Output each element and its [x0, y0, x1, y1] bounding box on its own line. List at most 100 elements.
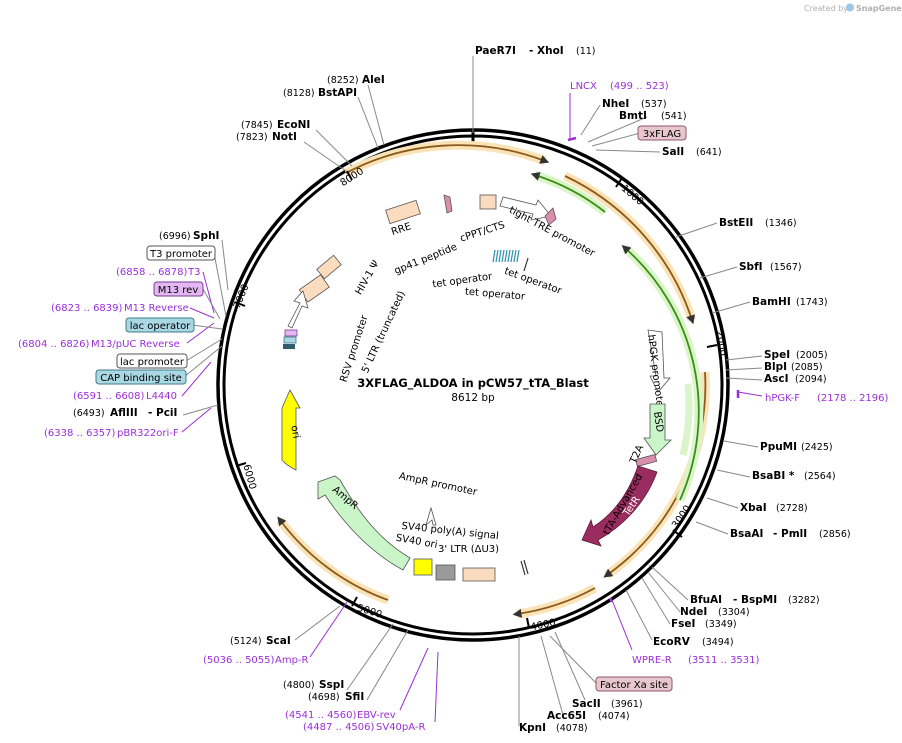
svg-text:(6804 .. 6826): (6804 .. 6826): [18, 339, 90, 350]
feature-ampr-promoter: AmpR promoter: [398, 471, 479, 498]
site-sacii: SacII: [572, 698, 601, 710]
site-bsabi: BsaBI *: [752, 470, 795, 482]
primer-pbr322ori-f: pBR322ori-F: [117, 428, 179, 439]
feature-gp41-shape: [443, 194, 453, 214]
primer-sv40pa-r: SV40pA-R: [376, 722, 425, 733]
svg-text:(1567): (1567): [770, 262, 802, 273]
site-alei: AleI: [362, 74, 385, 86]
svg-text:(4698): (4698): [308, 692, 340, 703]
sites-right: NheI (537) BmtI (541) SalI (641) BstEII …: [519, 98, 851, 734]
badge-factor-xa-box: [595, 676, 673, 692]
svg-text:(8128): (8128): [283, 88, 315, 99]
feature-bsd-arrow: [643, 403, 672, 456]
svg-text:(2728): (2728): [776, 503, 808, 514]
site-fsei: FseI: [671, 618, 695, 630]
feature-3ltr: 3' LTR (ΔU3): [438, 544, 499, 555]
feature-cppt-shape: [479, 194, 497, 210]
badge-3xflag: 3xFLAG: [643, 129, 681, 140]
feature-ori: ori: [288, 425, 301, 440]
feature-ampr-promoter-arrow: [425, 506, 437, 527]
badge-lac-promoter-box: [116, 353, 188, 369]
badge-lac-operator-box: [125, 317, 195, 333]
site-scai: ScaI: [266, 635, 291, 647]
svg-text:(7823): (7823): [236, 132, 268, 143]
svg-text:(2005): (2005): [796, 350, 828, 361]
site-sphi: SphI: [193, 230, 219, 242]
feature-tre-arrow: [499, 196, 552, 221]
site-bmti: BmtI: [619, 110, 647, 122]
svg-text:(3282): (3282): [788, 595, 820, 606]
site-sfii: SfiI: [345, 691, 364, 703]
feature-tet-operator-3: tet operator: [465, 286, 527, 302]
site-nhei: NheI: [602, 98, 629, 110]
site-spei: SpeI: [764, 349, 790, 361]
badge-lac-operator: lac operator: [130, 321, 191, 332]
orf-arc-bottom-right: [516, 584, 598, 619]
badge-m13-rev: M13 rev: [158, 285, 199, 296]
svg-text:(3304): (3304): [718, 607, 750, 618]
svg-text:(3511 .. 3531): (3511 .. 3531): [688, 655, 760, 666]
feature-hiv-psi-shape: [316, 254, 342, 280]
site-sali: SalI: [662, 146, 684, 158]
svg-text:(499 .. 523): (499 .. 523): [610, 81, 669, 92]
site-afliii: AflIII: [110, 407, 138, 419]
site-bstapi: BstAPI: [318, 87, 357, 99]
svg-text:(641): (641): [696, 147, 722, 158]
plasmid-name: 3XFLAG_ALDOA in pCW57_tTA_Blast: [357, 376, 589, 391]
plasmid-size: 8612 bp: [451, 392, 495, 404]
primer-amp-r: Amp-R: [275, 655, 309, 666]
site-bsaai: BsaAI: [730, 528, 763, 540]
badge-m13-rev-box: [153, 281, 204, 297]
svg-text:(6858 .. 6878): (6858 .. 6878): [116, 267, 188, 278]
tick-label-7000: 7000: [232, 283, 252, 311]
feature-5ltr: 5' LTR (truncated): [360, 289, 408, 375]
feature-tta-arrow: [581, 465, 658, 547]
site-bfuai: BfuAI: [690, 594, 722, 606]
site-asci: AscI: [764, 373, 789, 385]
svg-text:(5124): (5124): [230, 636, 262, 647]
ring-ticks: [234, 170, 718, 629]
svg-text:(7845): (7845): [241, 120, 273, 131]
site-ppumi: PpuMI: [760, 441, 797, 453]
orf-arcs: [276, 140, 710, 619]
badge-cap-binding-box: [95, 369, 187, 385]
feature-ampr-arrow: [317, 475, 411, 571]
svg-text:(6493): (6493): [73, 408, 105, 419]
site-kpni: KpnI: [519, 722, 546, 734]
svg-text:(2425): (2425): [801, 442, 833, 453]
primer-l4440: L4440: [146, 391, 177, 402]
feature-rre-shape: [385, 199, 421, 225]
site-sspi: SspI: [319, 679, 344, 691]
svg-text:(6823 .. 6839): (6823 .. 6839): [51, 303, 123, 314]
site-ecorv: EcoRV: [653, 636, 691, 648]
primer-hpgk-f: hPGK-F: [765, 393, 800, 404]
feature-ori-arrow: [281, 389, 301, 471]
svg-text:(4487 .. 4506): (4487 .. 4506): [303, 722, 375, 733]
site-sbfi: SbfI: [739, 261, 763, 273]
feature-3ltr-shape: [462, 567, 496, 582]
tick-label-2000: 2000: [714, 330, 728, 357]
primer-wpre-r: WPRE-R: [632, 655, 672, 666]
site-xhoi: - XhoI: [529, 45, 564, 57]
svg-text:(4541 .. 4560): (4541 .. 4560): [285, 710, 357, 721]
primer-ebv-rev: EBV-rev: [357, 710, 396, 721]
primer-m13-puc-reverse: M13/pUC Reverse: [91, 339, 180, 350]
badges: 3xFLAG Factor Xa site T3 promoter M13 re…: [95, 125, 687, 692]
feature-t2a-shape: [635, 454, 658, 467]
svg-text:(5036 .. 5055): (5036 .. 5055): [203, 655, 275, 666]
feature-bsd: BSD: [651, 411, 665, 433]
primer-t3: T3: [187, 267, 200, 278]
feature-hiv-psi: HIV-1 Ψ: [354, 259, 382, 297]
site-econi: EcoNI: [277, 119, 310, 131]
site-pmli: - PmlI: [773, 528, 807, 540]
svg-text:(4800): (4800): [283, 680, 315, 691]
site-xbai: XbaI: [740, 502, 767, 514]
site-pcii: - PciI: [148, 407, 177, 419]
credit-prefix: Created by: [804, 4, 848, 13]
primer-m13-reverse: M13 Reverse: [124, 303, 189, 314]
tick-label-4000: 4000: [530, 617, 557, 633]
feature-sv40-polya-shape: [435, 564, 456, 581]
feature-cppt: cPPT/CTS: [459, 220, 507, 245]
badge-t3-promoter: T3 promoter: [149, 249, 213, 260]
